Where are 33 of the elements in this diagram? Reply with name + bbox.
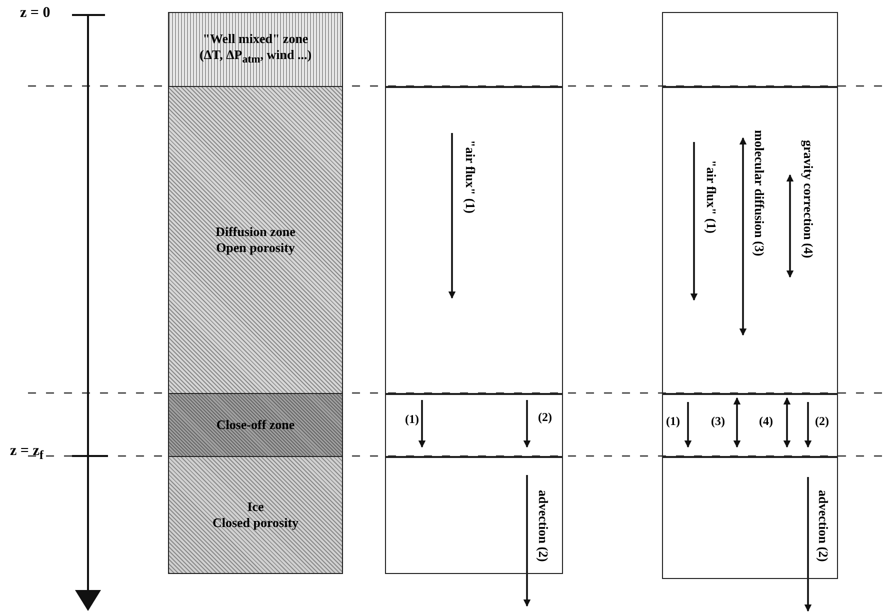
zone-title: "Well mixed" zone [202, 31, 308, 48]
column-box [385, 86, 563, 394]
process-label: advection (2) [536, 490, 551, 562]
zone-title: Close-off zone [216, 417, 295, 434]
column-box [662, 456, 838, 578]
column-box [662, 86, 838, 394]
column-box [662, 12, 838, 88]
close-off-zone [168, 393, 343, 458]
process-label: molecular diffusion (3) [752, 130, 767, 256]
zone-title: Ice [247, 498, 264, 515]
arrow-number: (3) [711, 414, 725, 429]
column-box [385, 12, 563, 88]
zone-title: Diffusion zone [216, 224, 296, 240]
process-label: "air flux" (1) [704, 160, 719, 234]
well-mixed-zone [168, 12, 343, 88]
depth-label: z = z$_{f}$ [10, 444, 44, 463]
diffusion-zone [168, 86, 343, 394]
column-box [662, 393, 838, 458]
arrow-number: (1) [405, 412, 419, 427]
zone-subtitle: Closed porosity [212, 514, 299, 531]
ice-zone [168, 456, 343, 574]
process-label: gravity correction (4) [801, 140, 816, 258]
arrow-number: (4) [759, 414, 773, 429]
process-label: "air flux" (1) [463, 140, 478, 214]
arrow-number: (2) [815, 414, 829, 429]
zone-subtitle: Open porosity [216, 240, 295, 256]
arrow-number: (1) [666, 414, 680, 429]
zone-subtitle: (ΔT, ΔP$_{atm}$, wind ...) [199, 47, 312, 68]
arrow-number: (2) [538, 410, 552, 425]
column-box [385, 456, 563, 574]
depth-label: z = 0 [20, 6, 50, 21]
column-box [385, 393, 563, 458]
process-label: advection (2) [816, 490, 831, 562]
